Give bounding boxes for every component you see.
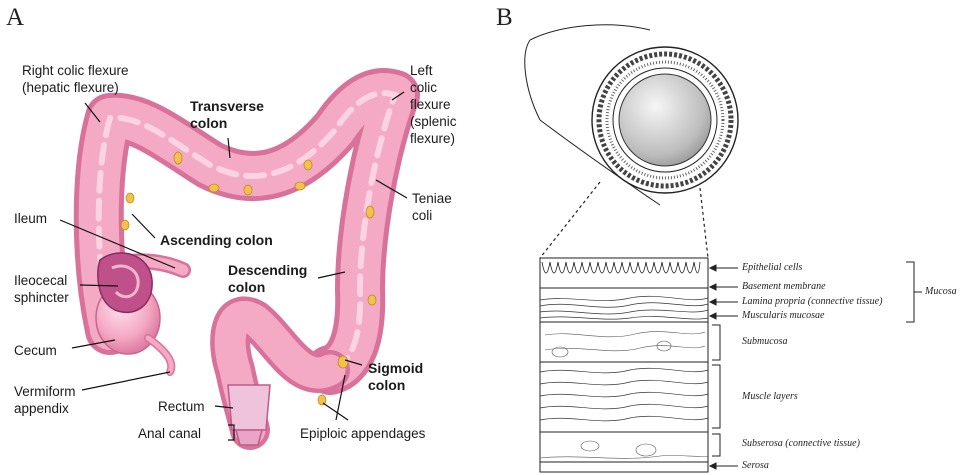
label-rectum: Rectum <box>158 398 205 415</box>
label-left-colic-flexure: Left colic flexure (splenic flexure) <box>410 62 457 147</box>
label-cecum: Cecum <box>14 342 57 359</box>
label-serosa: Serosa <box>742 460 769 471</box>
label-transverse-colon: Transverse colon <box>190 98 264 132</box>
colon-cross-section <box>525 25 738 472</box>
label-epithelial-cells: Epithelial cells <box>742 262 802 273</box>
label-anal-canal: Anal canal <box>138 425 201 442</box>
label-muscle-layers: Muscle layers <box>742 391 798 402</box>
label-submucosa: Submucosa <box>742 336 788 347</box>
label-ileocecal-sphincter: Ileocecal sphincter <box>14 272 69 306</box>
label-ileum: Ileum <box>14 210 47 227</box>
label-mucosa: Mucosa <box>925 286 957 297</box>
label-right-colic-flexure: Right colic flexure (hepatic flexure) <box>22 62 129 96</box>
label-sigmoid-colon: Sigmoid colon <box>368 360 423 394</box>
label-descending-colon: Descending colon <box>228 262 307 296</box>
label-ascending-colon: Ascending colon <box>160 232 273 249</box>
label-epiploic-appendages: Epiploic appendages <box>300 425 425 442</box>
label-lamina-propria: Lamina propria (connective tissue) <box>742 296 882 307</box>
label-muscularis-mucosae: Muscularis mucosae <box>742 310 825 321</box>
label-basement-membrane: Basement membrane <box>742 281 826 292</box>
label-teniae-coli: Teniae coli <box>412 190 452 224</box>
label-vermiform-appendix: Vermiform appendix <box>14 383 76 417</box>
label-subserosa: Subserosa (connective tissue) <box>742 438 860 449</box>
